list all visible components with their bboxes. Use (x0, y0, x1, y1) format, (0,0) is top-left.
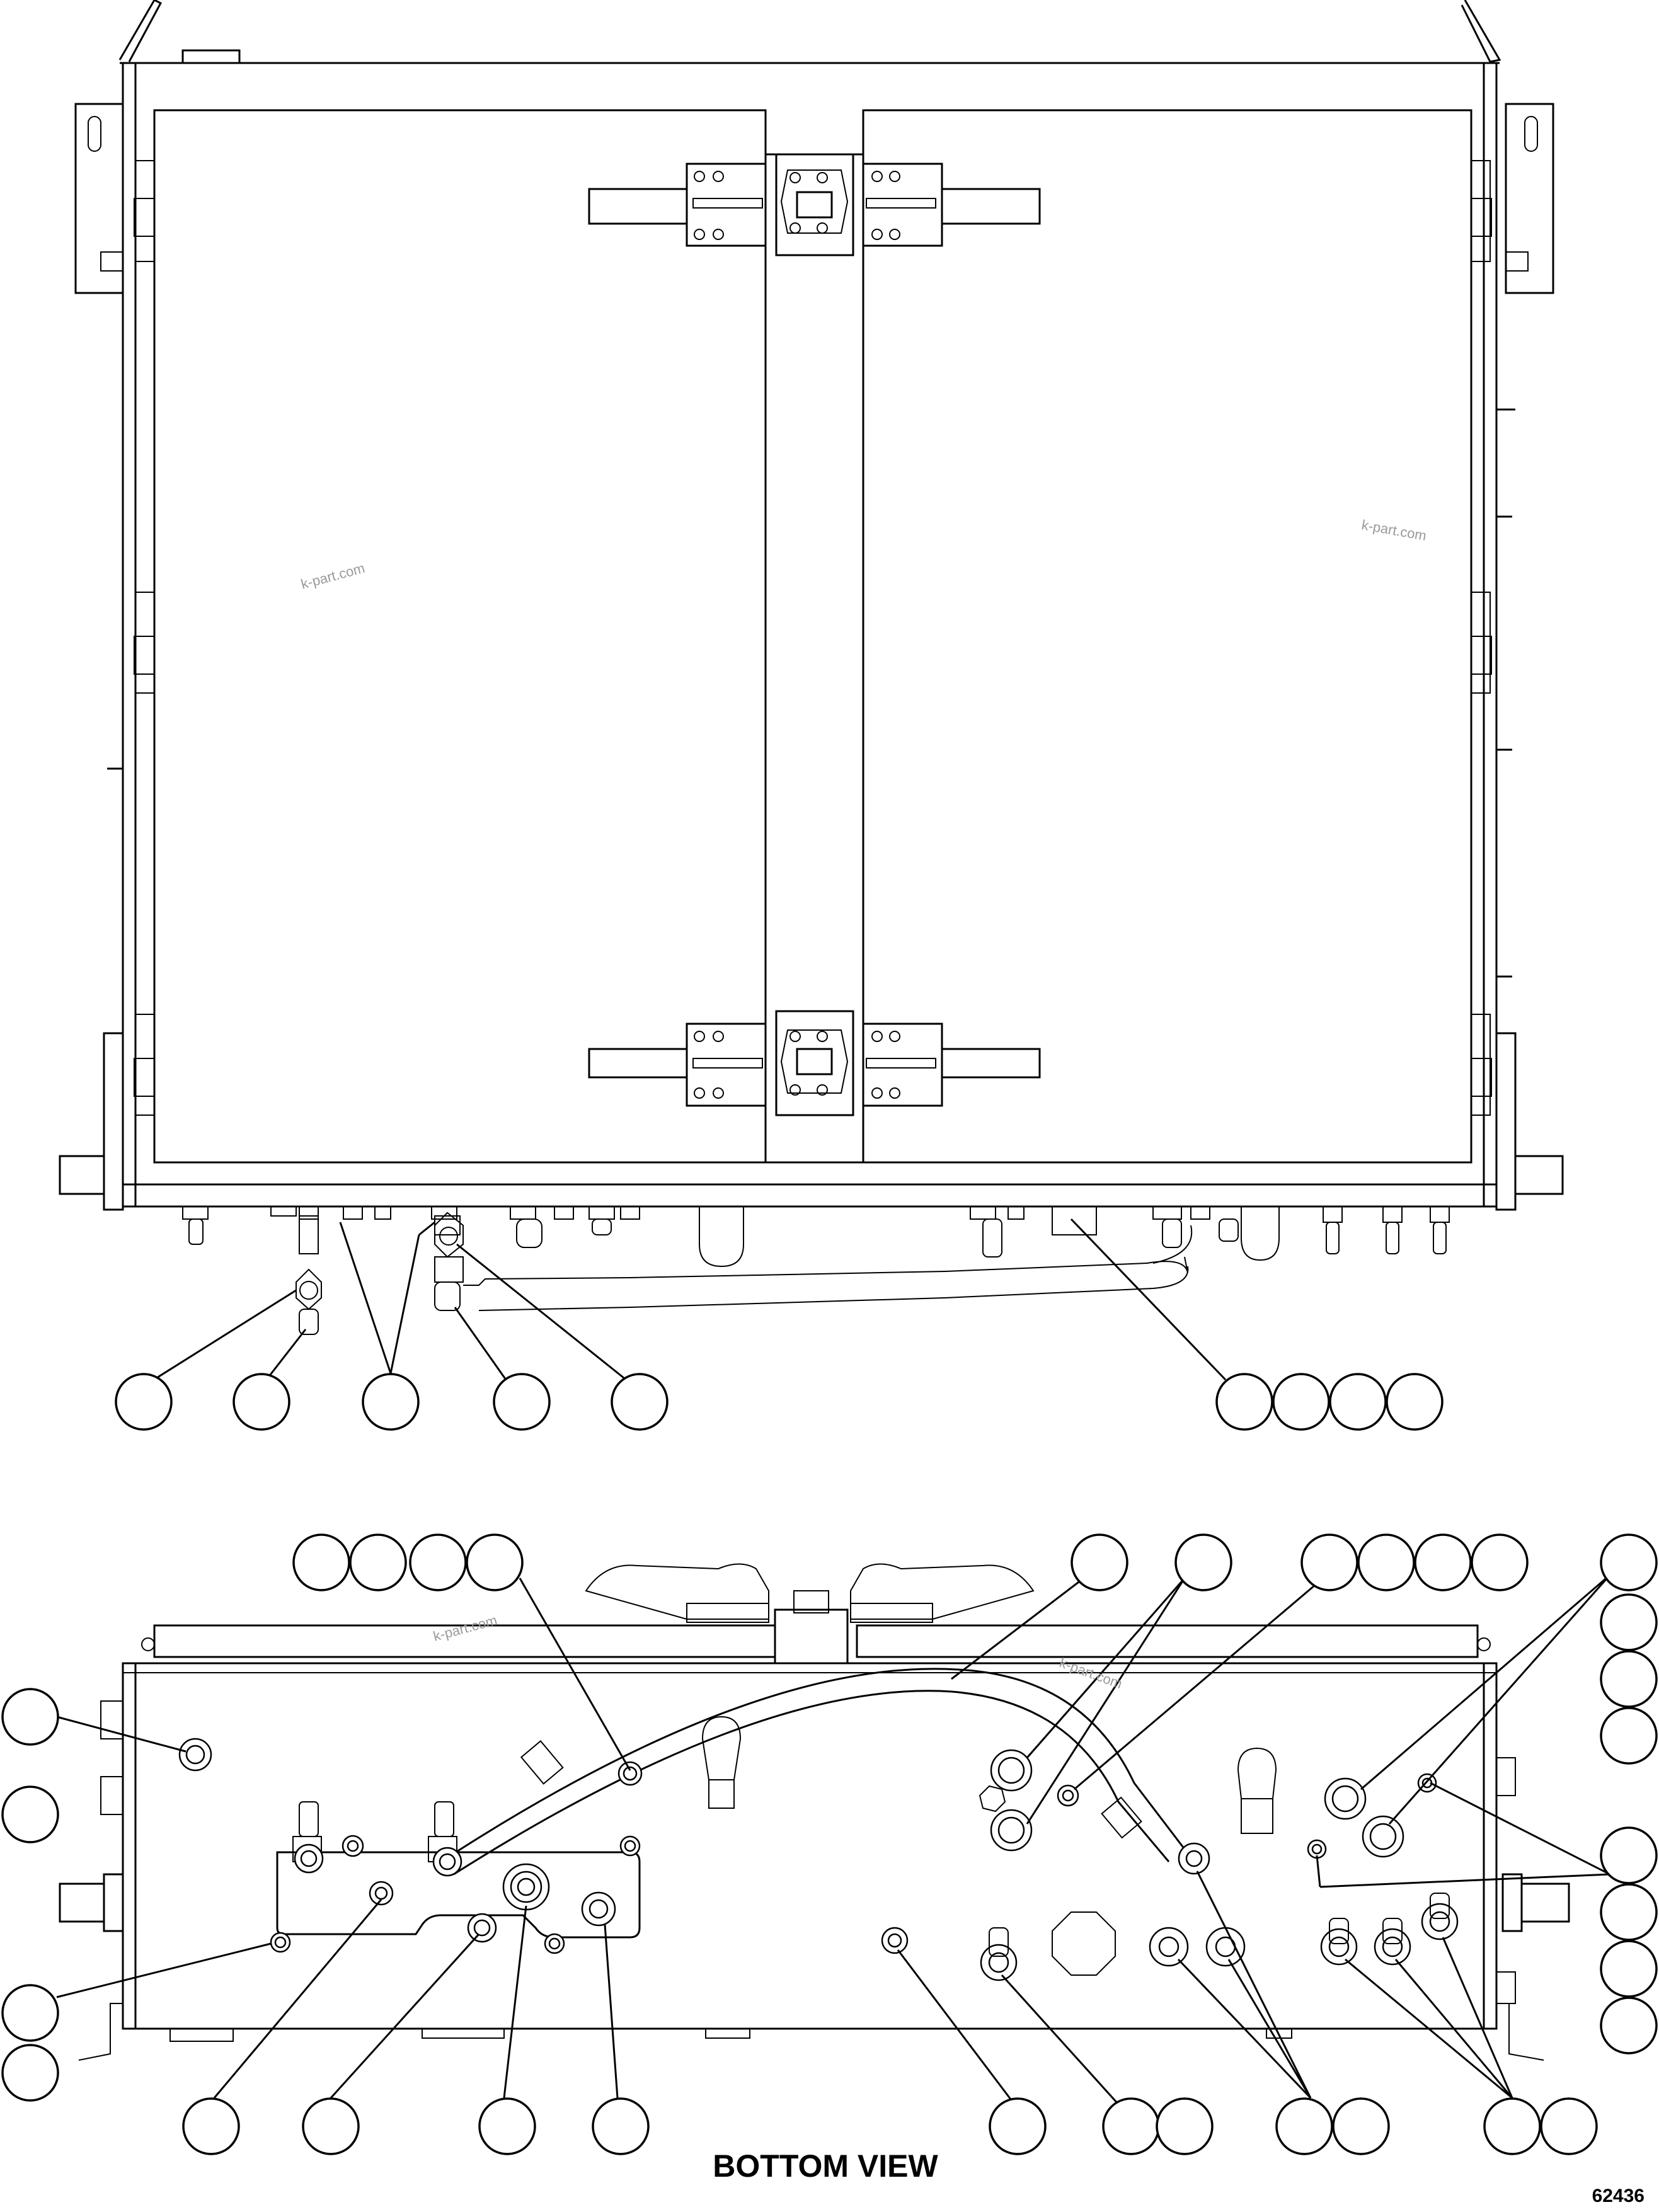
right-door (862, 109, 1472, 1164)
front-leaders (143, 1218, 1227, 1387)
front-fittings (182, 1206, 1450, 1335)
left-door (153, 109, 767, 1164)
front-view (59, 0, 1564, 1431)
panel-fittings (178, 1716, 1459, 1981)
upper-latch (588, 153, 1041, 256)
bottom-view (1, 1533, 1658, 2155)
bottom-panel (122, 1662, 1498, 2030)
front-balloons (115, 1373, 1444, 1431)
bottom-balloons (1, 1533, 1658, 2155)
lower-latch (588, 1010, 1041, 1116)
plate-fittings (270, 1801, 641, 1954)
view-caption: BOTTOM VIEW (713, 2148, 938, 2184)
drawing-number: 62436 (1592, 2186, 1645, 2206)
center-mullion (764, 153, 864, 1164)
bottom-leaders (56, 1574, 1611, 2106)
